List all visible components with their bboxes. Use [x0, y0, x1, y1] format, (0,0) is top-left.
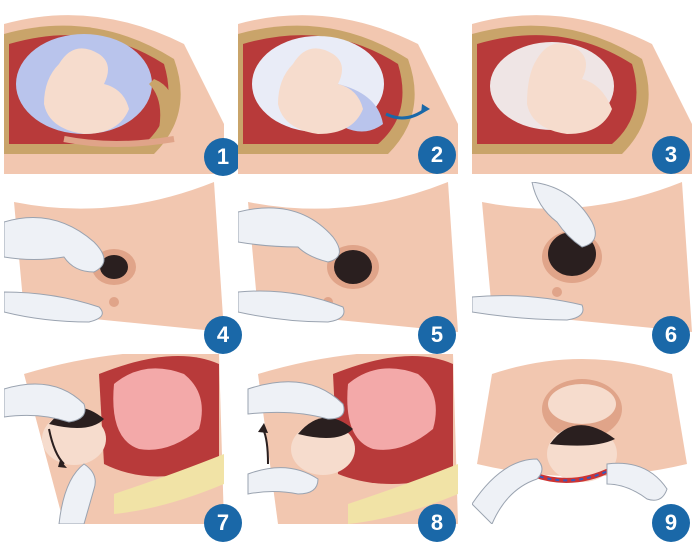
anterior-shoulder-delivery-illustration	[4, 354, 224, 524]
step-3-panel: 3	[472, 4, 692, 174]
step-number-badge: 7	[204, 504, 242, 542]
uterus-cross-section-illustration	[4, 15, 224, 174]
baby-descending-illustration	[472, 15, 692, 174]
posterior-shoulder-delivery-illustration	[247, 354, 458, 524]
step-number-badge: 9	[652, 504, 690, 542]
step-5-panel: 5	[238, 182, 458, 354]
step-number-badge: 2	[418, 136, 456, 174]
step-number-badge: 4	[204, 316, 242, 354]
step-4-panel: 4	[4, 182, 242, 354]
step-6-panel: 6	[472, 182, 692, 354]
step-number-badge: 1	[204, 138, 242, 176]
step-number-badge: 3	[652, 136, 690, 174]
step-number-badge: 8	[418, 504, 456, 542]
newborn-delivered-illustration	[472, 359, 687, 524]
head-delivered-illustration	[472, 182, 692, 332]
crowning-illustration	[4, 182, 224, 332]
water-breaking-illustration	[238, 15, 458, 174]
step-7-panel: 7	[4, 354, 242, 542]
step-1-panel: 1	[4, 4, 242, 176]
step-9-panel: 9	[472, 354, 692, 542]
head-emerging-illustration	[238, 182, 458, 332]
step-2-panel: 2	[238, 4, 458, 174]
step-number-badge: 6	[652, 316, 690, 354]
step-number-badge: 5	[418, 316, 456, 354]
step-8-panel: 8	[238, 354, 458, 542]
